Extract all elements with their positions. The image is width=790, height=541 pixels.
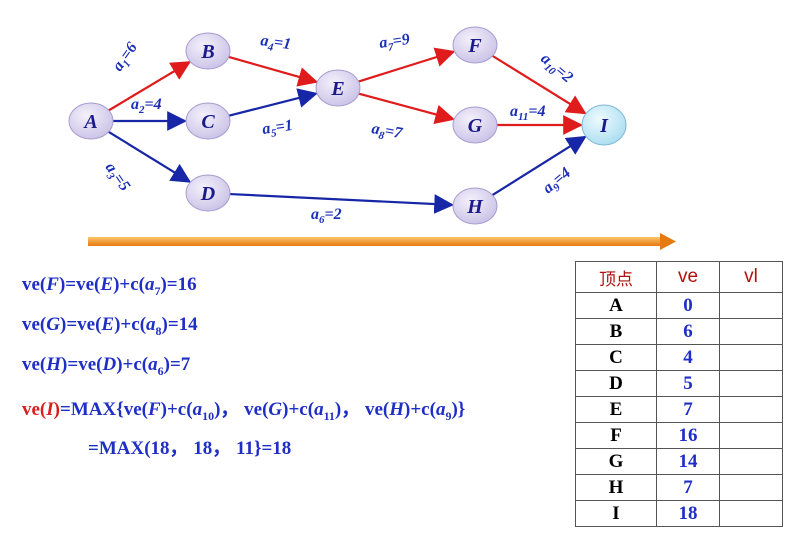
vl-cell [719, 344, 783, 371]
ve-cell: 6 [656, 318, 720, 345]
edge-a1 [108, 61, 192, 112]
node-G: G [452, 106, 498, 144]
vertex-cell: H [575, 474, 657, 501]
node-label-B: B [200, 41, 214, 63]
vl-cell [719, 292, 783, 319]
vertex-cell: I [575, 500, 657, 527]
vertex-cell: G [575, 448, 657, 475]
edge-label-a4: a4=1 [259, 32, 292, 56]
vl-cell [719, 474, 783, 501]
edge-label-a7: a7=9 [378, 31, 411, 55]
edge-label-a2: a2=4 [131, 96, 162, 116]
vl-cell [719, 318, 783, 345]
edge-label-a3: a3=5 [99, 160, 133, 197]
node-circle-A [68, 102, 114, 140]
node-circle-D [185, 174, 231, 212]
node-F: F [452, 26, 498, 64]
header-vertex: 顶点 [575, 261, 657, 293]
node-circle-G [452, 106, 498, 144]
vertex-cell: D [575, 370, 657, 397]
node-I: I [581, 104, 627, 146]
ve-cell: 18 [656, 500, 720, 527]
node-label-E: E [330, 78, 344, 100]
ve-cell: 14 [656, 448, 720, 475]
edge-label-a11: a11=4 [510, 103, 546, 123]
node-circle-B [185, 32, 231, 70]
vertex-cell: C [575, 344, 657, 371]
edge-a8 [358, 92, 456, 125]
ve-cell: 16 [656, 422, 720, 449]
node-circle-C [185, 102, 231, 140]
node-H: H [452, 187, 498, 225]
node-circle-E [315, 69, 361, 107]
formula-ve-G: ve(G)=ve(E)+c(a8)=14 [22, 314, 198, 338]
node-label-D: D [200, 183, 215, 205]
vertex-cell: B [575, 318, 657, 345]
vl-cell [719, 396, 783, 423]
edge-label-a6: a6=2 [311, 206, 342, 226]
node-circle-F [452, 26, 498, 64]
node-E: E [315, 69, 361, 107]
node-B: B [185, 32, 231, 70]
formula-max-result: =MAX(18， 18， 11}=18 [88, 438, 292, 459]
aoe-network-diagram: a1=6 a2=4 a3=5 a4=1 a5=1 a6=2 a7=9 a8=7 a9=4 a10=… [68, 26, 676, 250]
edge-a6 [229, 192, 455, 214]
node-label-I: I [599, 115, 609, 137]
node-label-G: G [468, 115, 483, 137]
vertex-cell: A [575, 292, 657, 319]
node-C: C [185, 102, 231, 140]
node-circle-I [581, 104, 627, 146]
edge-label-a1: a1=6 [109, 39, 143, 76]
edge-label-a9: a9=4 [540, 164, 576, 199]
ve-cell: 4 [656, 344, 720, 371]
edge-a10 [491, 54, 587, 115]
edge-a4 [228, 55, 319, 87]
node-label-H: H [466, 196, 484, 218]
node-D: D [185, 174, 231, 212]
formula-ve-I: ve(I)=MAX{ve(F)+c(a10)， ve(G)+c(a11)， ve… [22, 399, 466, 423]
header-ve: ve [656, 261, 720, 293]
vertex-cell: E [575, 396, 657, 423]
formula-ve-H: ve(H)=ve(D)+c(a6)=7 [22, 354, 191, 378]
node-A: A [68, 102, 114, 140]
node-label-A: A [82, 111, 97, 133]
edge-a9 [491, 135, 587, 196]
edge-label-a8: a8=7 [370, 120, 405, 145]
vertex-cell: F [575, 422, 657, 449]
edge-label-a5: a5=1 [261, 117, 294, 141]
formula-ve-F: ve(F)=ve(E)+c(a7)=16 [22, 274, 197, 298]
edge-a7 [358, 47, 456, 83]
ve-cell: 7 [656, 396, 720, 423]
node-label-F: F [467, 35, 482, 57]
edge-label-a10: a10=2 [536, 50, 577, 89]
vl-cell [719, 370, 783, 397]
node-label-C: C [201, 111, 215, 133]
vl-cell [719, 500, 783, 527]
ve-cell: 5 [656, 370, 720, 397]
header-vl: vl [719, 261, 783, 293]
ve-cell: 7 [656, 474, 720, 501]
edge-a3 [108, 130, 192, 183]
vl-cell [719, 448, 783, 475]
node-circle-H [452, 187, 498, 225]
timeline-arrow [88, 233, 676, 250]
edge-a5 [228, 88, 318, 117]
ve-cell: 0 [656, 292, 720, 319]
vl-cell [719, 422, 783, 449]
table-header-row: 顶点 ve vl [575, 261, 783, 293]
